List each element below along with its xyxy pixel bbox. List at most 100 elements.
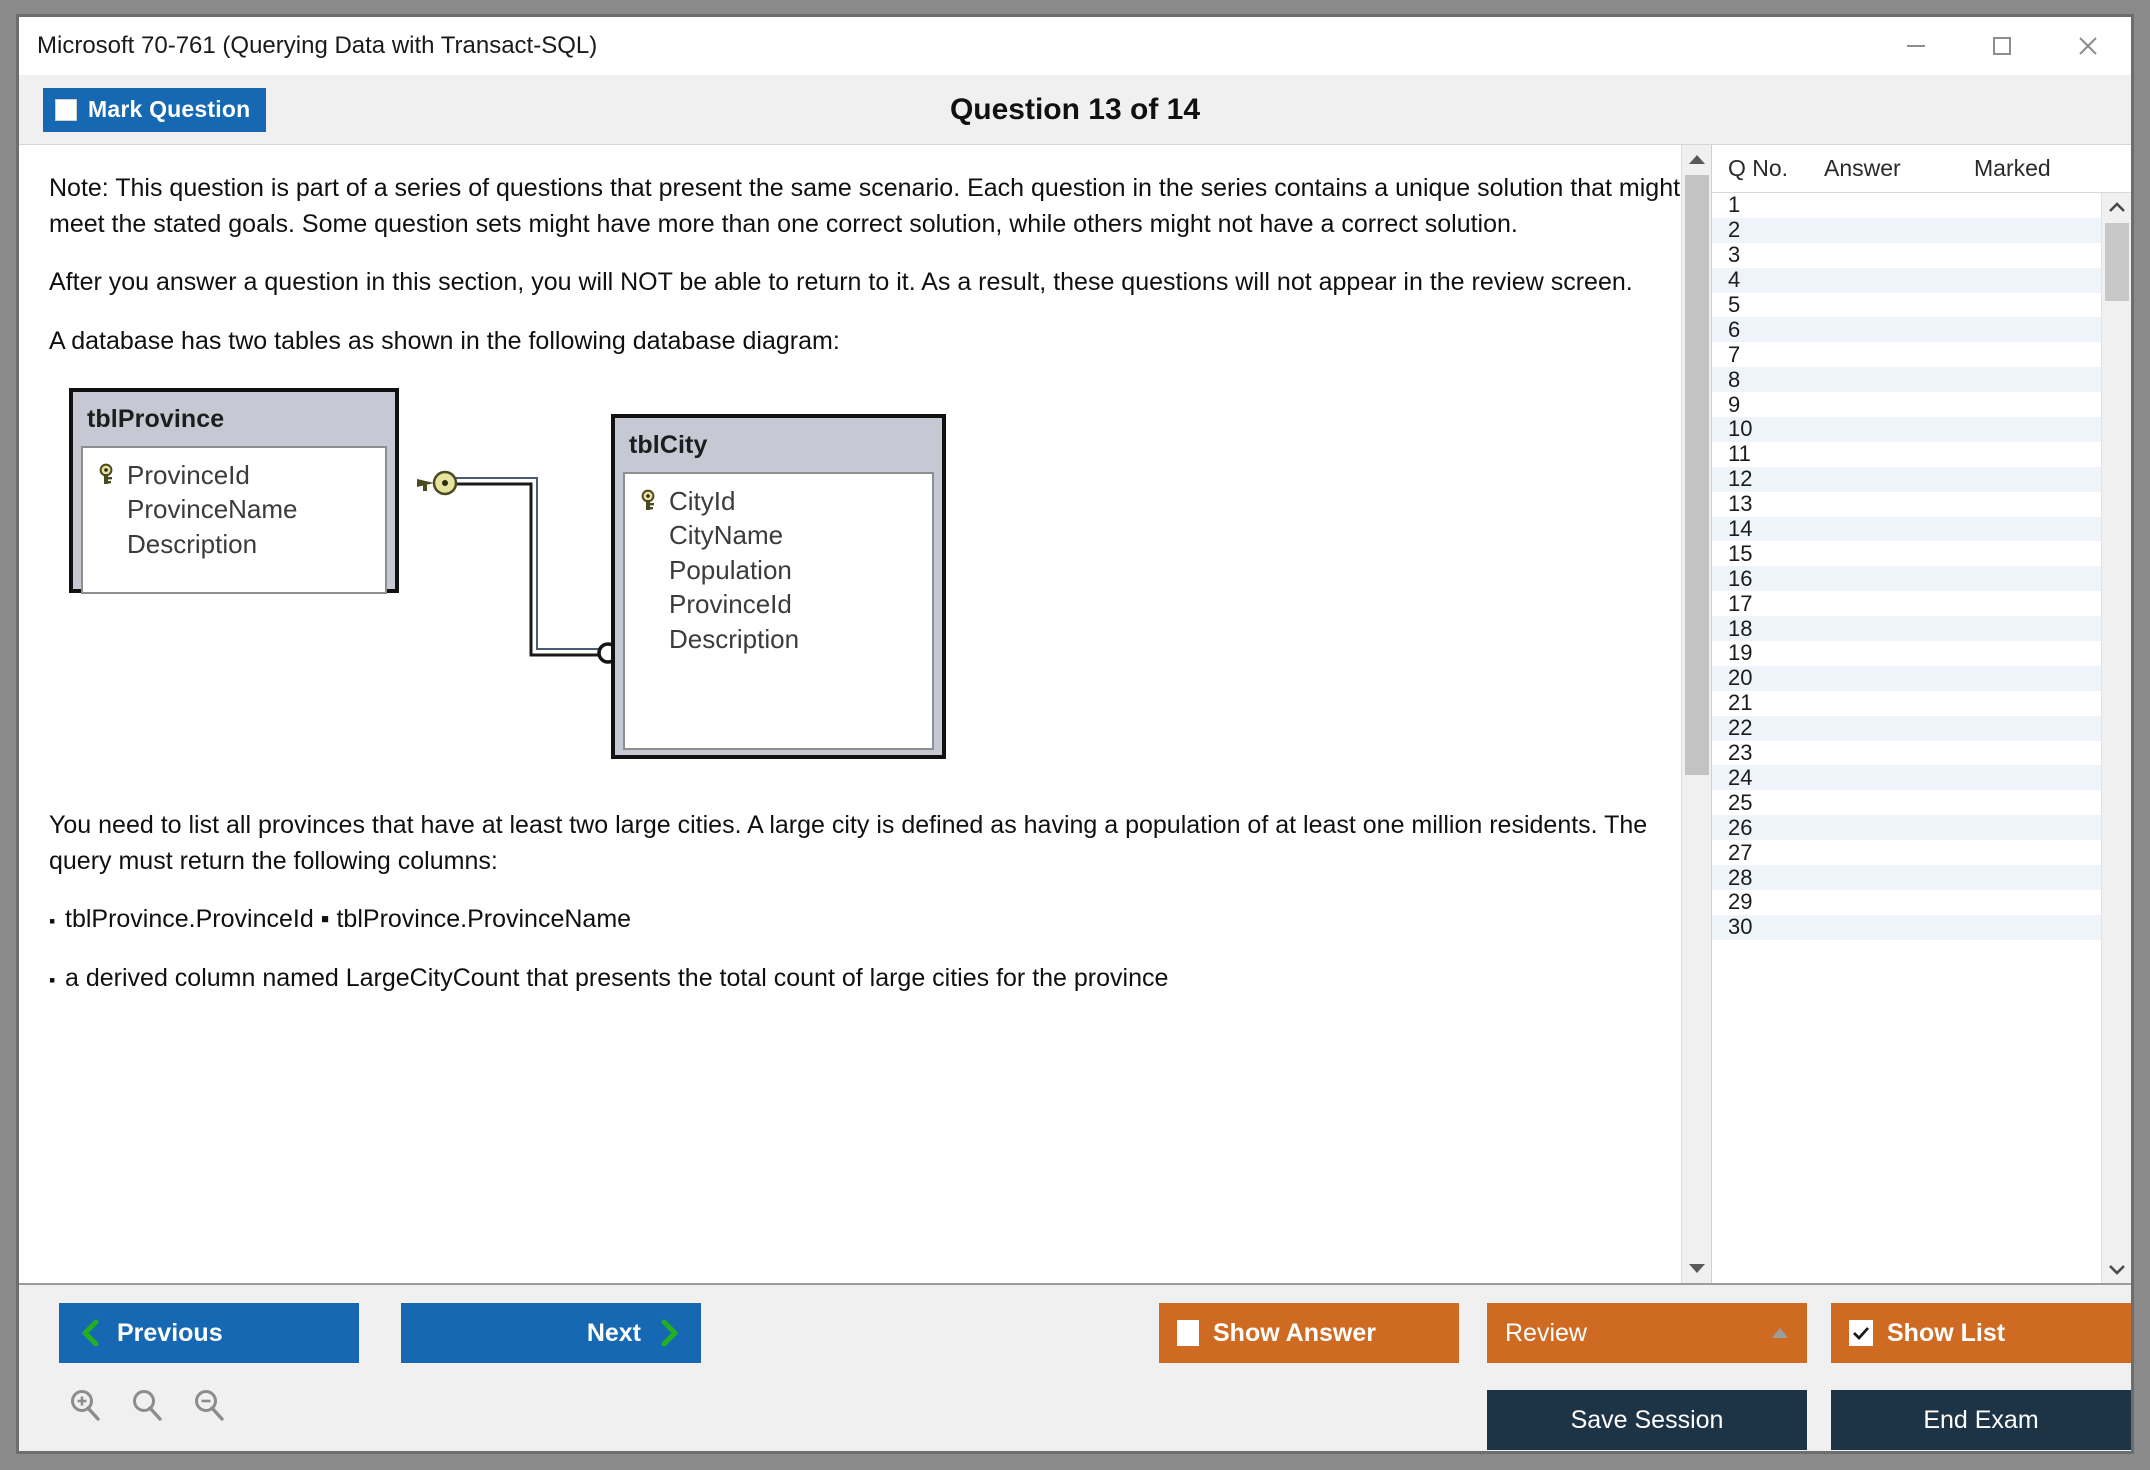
previous-button-label: Previous xyxy=(117,1318,223,1347)
save-session-button[interactable]: Save Session xyxy=(1487,1390,1807,1450)
chevron-right-icon xyxy=(659,1318,679,1348)
zoom-out-icon[interactable] xyxy=(191,1387,227,1423)
row-question-number: 15 xyxy=(1728,540,1753,566)
db-field-label: Description xyxy=(669,623,800,654)
question-list-row[interactable]: 14 xyxy=(1712,516,2101,542)
zoom-reset-icon[interactable] xyxy=(129,1387,165,1423)
row-question-number: 3 xyxy=(1728,242,1741,268)
row-question-number: 20 xyxy=(1728,665,1753,691)
question-list-row[interactable]: 10 xyxy=(1712,416,2101,442)
question-list-row[interactable]: 5 xyxy=(1712,292,2101,318)
question-list-row[interactable]: 29 xyxy=(1712,889,2101,915)
row-question-number: 30 xyxy=(1728,914,1753,940)
question-list-row[interactable]: 28 xyxy=(1712,865,2101,890)
list-scroll-thumb[interactable] xyxy=(2105,223,2129,301)
row-question-number: 23 xyxy=(1728,740,1753,766)
bullet-marker: ▪ xyxy=(49,911,56,931)
question-list-row[interactable]: 1 xyxy=(1712,193,2101,218)
question-list-row[interactable]: 18 xyxy=(1712,616,2101,642)
body-split: Note: This question is part of a series … xyxy=(19,145,2131,1283)
next-button[interactable]: Next xyxy=(401,1303,701,1363)
primary-key-icon xyxy=(95,463,121,487)
question-list-row[interactable]: 15 xyxy=(1712,541,2101,566)
end-exam-button[interactable]: End Exam xyxy=(1831,1390,2131,1450)
show-list-button[interactable]: Show List xyxy=(1831,1303,2131,1363)
row-question-number: 11 xyxy=(1728,441,1751,467)
next-button-label: Next xyxy=(586,1318,641,1347)
show-list-checkbox[interactable] xyxy=(1849,1320,1873,1346)
question-scrollbar[interactable] xyxy=(1681,145,1711,1283)
close-icon[interactable] xyxy=(2045,18,2131,74)
question-list-row[interactable]: 7 xyxy=(1712,342,2101,367)
db-field-row: Description xyxy=(637,622,920,657)
question-list-row[interactable]: 4 xyxy=(1712,267,2101,293)
mark-question-checkbox[interactable] xyxy=(55,98,77,121)
db-field-label: ProvinceId xyxy=(669,589,792,620)
review-dropdown-label: Review xyxy=(1505,1318,1587,1347)
question-bullet-columns: ▪ tblProvince.ProvinceId ▪ tblProvince.P… xyxy=(49,902,1681,938)
previous-button[interactable]: Previous xyxy=(59,1303,359,1363)
row-question-number: 16 xyxy=(1728,565,1753,591)
question-scroll-thumb[interactable] xyxy=(1685,175,1709,775)
show-answer-checkbox[interactable] xyxy=(1177,1320,1199,1346)
question-list-row[interactable]: 23 xyxy=(1712,740,2101,766)
exam-window: Microsoft 70-761 (Querying Data with Tra… xyxy=(16,14,2134,1454)
question-list-row[interactable]: 30 xyxy=(1712,914,2101,940)
row-question-number: 1 xyxy=(1728,193,1741,218)
column-header-qno: Q No. xyxy=(1728,155,1789,181)
row-question-number: 27 xyxy=(1728,839,1753,865)
row-question-number: 6 xyxy=(1728,316,1741,342)
question-content: Note: This question is part of a series … xyxy=(19,145,1711,996)
zoom-in-icon[interactable] xyxy=(67,1387,103,1423)
question-list-row[interactable]: 20 xyxy=(1712,665,2101,691)
show-answer-label: Show Answer xyxy=(1213,1318,1376,1347)
scroll-down-icon[interactable] xyxy=(1682,1255,1711,1283)
row-question-number: 4 xyxy=(1728,267,1741,293)
review-dropdown[interactable]: Review xyxy=(1487,1303,1807,1363)
question-list-scrollbar[interactable] xyxy=(2101,193,2131,1283)
question-list-row[interactable]: 13 xyxy=(1712,491,2101,517)
list-scroll-down-icon[interactable] xyxy=(2102,1255,2131,1283)
db-table-fields: CityId CityName Population xyxy=(623,471,934,750)
save-session-label: Save Session xyxy=(1570,1405,1724,1434)
question-list-row[interactable]: 8 xyxy=(1712,367,2101,393)
db-table-title: tblProvince xyxy=(87,405,225,433)
question-list-row[interactable]: 9 xyxy=(1712,392,2101,417)
mark-question-button[interactable]: Mark Question xyxy=(43,87,267,132)
maximize-icon[interactable] xyxy=(1959,18,2045,74)
question-list-row[interactable]: 16 xyxy=(1712,565,2101,592)
question-list-row[interactable]: 19 xyxy=(1712,640,2101,666)
question-list-row[interactable]: 2 xyxy=(1712,217,2101,243)
row-question-number: 5 xyxy=(1728,292,1741,318)
mark-question-label: Mark Question xyxy=(88,96,251,122)
question-list-row[interactable]: 12 xyxy=(1712,466,2101,492)
question-paragraph-intro: A database has two tables as shown in th… xyxy=(49,326,840,355)
db-field-row: ProvinceId xyxy=(95,458,373,493)
row-question-number: 28 xyxy=(1728,864,1753,890)
question-paragraph-requirement: You need to list all provinces that have… xyxy=(49,811,1648,875)
question-list-row[interactable]: 26 xyxy=(1712,815,2101,841)
question-list-row[interactable]: 22 xyxy=(1712,715,2101,741)
question-list-row[interactable]: 3 xyxy=(1712,242,2101,268)
question-list-row[interactable]: 6 xyxy=(1712,316,2101,343)
question-list-row[interactable]: 21 xyxy=(1712,690,2101,716)
row-question-number: 14 xyxy=(1728,516,1753,542)
question-list-row[interactable]: 25 xyxy=(1712,790,2101,815)
db-field-label: ProvinceName xyxy=(127,494,298,525)
question-list-row[interactable]: 11 xyxy=(1712,441,2101,467)
row-question-number: 12 xyxy=(1728,466,1753,492)
exam-header: Mark Question Question 13 of 14 xyxy=(19,75,2131,145)
question-paragraph-note: Note: This question is part of a series … xyxy=(49,174,1681,238)
row-question-number: 25 xyxy=(1728,789,1753,815)
question-list-row[interactable]: 24 xyxy=(1712,765,2101,791)
minimize-icon[interactable] xyxy=(1873,18,1959,74)
list-scroll-up-icon[interactable] xyxy=(2102,193,2131,221)
question-pane: Note: This question is part of a series … xyxy=(19,145,1711,1283)
question-list-row[interactable]: 27 xyxy=(1712,840,2101,865)
show-answer-button[interactable]: Show Answer xyxy=(1159,1303,1459,1363)
scroll-up-icon[interactable] xyxy=(1682,145,1711,173)
window-controls xyxy=(1873,17,2131,75)
question-list-row[interactable]: 17 xyxy=(1712,591,2101,616)
